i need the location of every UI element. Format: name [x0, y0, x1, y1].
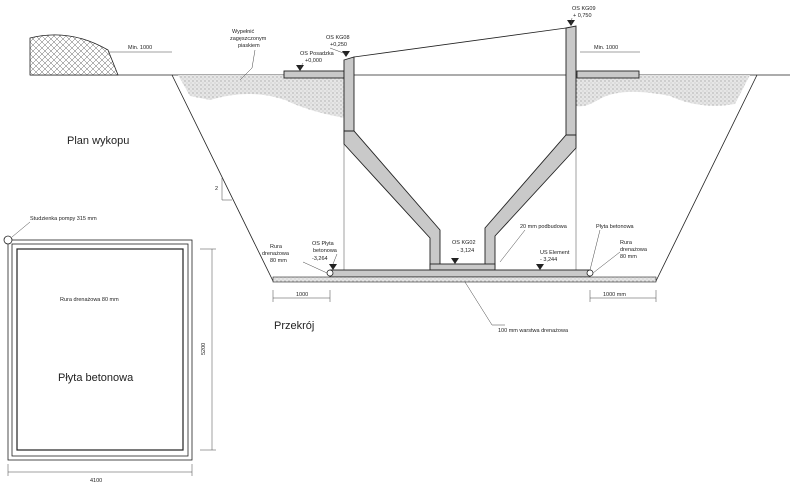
hopper-bottom — [429, 263, 496, 271]
tank-wall-left — [343, 56, 355, 132]
section-view: Min. 1000 Wypełnić zagęszczonym piaskiem… — [29, 6, 790, 334]
label-os-kg09-val: + 0,750 — [573, 13, 592, 19]
label-os-posadzka: OS Posadzka — [300, 51, 335, 57]
level-marker-us — [536, 264, 544, 270]
label-us-element-val: - 3,244 — [540, 257, 557, 263]
leader-plyta-right — [589, 229, 601, 271]
hopper-left — [343, 130, 441, 269]
label-podbudowa: 20 mm podbudowa — [520, 224, 568, 230]
tank-top-line — [353, 27, 567, 58]
backfill-left — [178, 75, 345, 118]
plan-slab — [16, 248, 184, 451]
label-os-plyta-2: betonowa — [313, 248, 338, 254]
leader-fill — [239, 49, 256, 81]
slope-indicator — [221, 178, 232, 201]
backfill-right — [576, 75, 750, 107]
floor-slab-left — [283, 70, 345, 79]
label-os-kg08-val: +0,250 — [330, 42, 347, 48]
leader-posadzka — [299, 62, 304, 69]
label-dim-height: 5200 — [201, 343, 207, 355]
label-rura-right-3: 80 mm — [620, 254, 637, 260]
leader-rura-right — [592, 251, 621, 274]
drainage-pipe-left — [326, 269, 334, 277]
soil-mound — [29, 34, 119, 76]
label-warstwa: 100 mm warstwa drenażowa — [498, 328, 569, 334]
drainage-layer — [272, 276, 657, 283]
floor-slab-right — [576, 70, 640, 79]
label-dim-width: 4100 — [90, 478, 102, 484]
label-rura-right-2: drenażowa — [620, 247, 648, 253]
hopper-right — [484, 134, 577, 269]
label-rura-left-3: 80 mm — [270, 258, 287, 264]
plan-inner-rect — [11, 243, 189, 457]
label-os-kg02-val: - 3,124 — [457, 248, 474, 254]
plan-outer-rect — [7, 239, 193, 461]
label-os-plyta-val: -3,264 — [312, 256, 328, 262]
label-studzienka: Studzienka pompy 315 mm — [30, 216, 97, 222]
pump-well — [3, 235, 13, 245]
label-os-kg08: OS KG08 — [326, 35, 350, 41]
label-min-right: Min. 1000 — [594, 45, 618, 51]
base-slab — [329, 269, 591, 278]
label-fill-1: Wypełnić — [232, 29, 255, 35]
leader-rura-left — [302, 261, 328, 274]
leader-podbudowa — [499, 229, 526, 263]
label-us-element: US Element — [540, 250, 570, 256]
label-dim-right: 1000 mm — [603, 292, 626, 298]
label-dim-left: 1000 — [296, 292, 308, 298]
label-plan-rura: Rura drenażowa 80 mm — [60, 297, 119, 303]
label-rura-left-2: drenażowa — [262, 251, 290, 257]
plan-title: Plan wykopu — [67, 135, 129, 147]
leader-pump — [11, 221, 31, 238]
label-os-posadzka-val: +0,000 — [305, 58, 322, 64]
drainage-pipe-right — [586, 269, 594, 277]
label-min-left: Min. 1000 — [128, 45, 152, 51]
label-rura-left-1: Rura — [270, 244, 283, 250]
level-marker-plyta — [329, 264, 337, 270]
section-title: Przekrój — [274, 320, 314, 332]
leader-kg08 — [329, 47, 347, 55]
label-plan-plyta: Płyta betonowa — [58, 372, 134, 384]
plan-view: Plan wykopu Studzienka pompy 315 mm Rura… — [3, 135, 216, 484]
label-os-kg09: OS KG09 — [572, 6, 596, 12]
level-marker-kg02 — [451, 258, 459, 264]
label-plyta-betonowa: Płyta betonowa — [596, 224, 635, 230]
label-fill-2: zagęszczonym — [230, 36, 267, 42]
label-rura-right-1: Rura — [620, 240, 633, 246]
label-os-kg02: OS KG02 — [452, 240, 476, 246]
label-slope: 2 — [215, 186, 218, 192]
label-os-plyta-1: OS Płyta — [312, 241, 335, 247]
leader-warstwa — [464, 281, 505, 326]
label-fill-3: piaskiem — [238, 43, 260, 49]
leader-plyta — [332, 253, 338, 265]
leader-kg09 — [570, 17, 573, 25]
tank-wall-right — [565, 25, 577, 136]
